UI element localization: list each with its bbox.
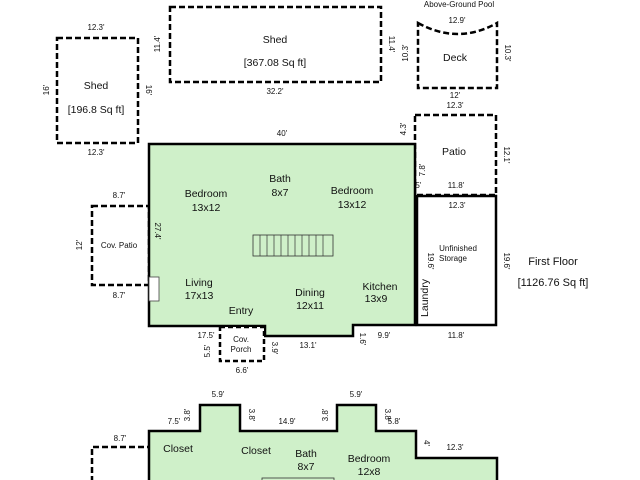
cov-porch-dim-right: 3.9' (270, 342, 279, 355)
storage-dim-bottom: 11.8' (448, 331, 465, 340)
room-entry-name: Entry (229, 305, 254, 317)
cov-porch: Cov. Porch 5.5' 3.9' 6.6' (203, 325, 279, 375)
house-dim-top: 40' (277, 129, 288, 138)
house-outline (147, 142, 417, 338)
second-room-bedroom-name: Bedroom (348, 453, 391, 465)
second-dim-l: 8.7' (114, 434, 127, 443)
deck-dim-bottom: 12' (450, 91, 461, 100)
room-dining-size: 12x11 (296, 300, 324, 312)
shed-left-name: Shed (84, 80, 109, 92)
second-dim-b: 5.9' (350, 390, 363, 399)
cov-patio: Cov. Patio 8.7' 8.7' 12' (75, 191, 151, 300)
room-living-size: 17x13 (185, 290, 214, 302)
room-kitchen-name: Kitchen (362, 281, 397, 293)
pool-name: Above-Ground Pool (424, 0, 494, 9)
second-room-closet-1: Closet (163, 443, 193, 455)
cov-patio-outline (90, 204, 151, 287)
room-kitchen-size: 13x9 (365, 293, 388, 305)
second-dim-i: 5.8' (388, 417, 401, 426)
shed-top-dim-left: 11.4' (153, 35, 162, 52)
staircase (252, 234, 334, 257)
second-dim-h: 3.8' (383, 409, 392, 422)
second-dim-a: 5.9' (212, 390, 225, 399)
fireplace (148, 276, 160, 302)
second-dim-e: 3.8' (247, 409, 256, 422)
room-dining-name: Dining (295, 287, 325, 299)
house-dim-kitchen-step: 1.6' (358, 333, 367, 346)
cov-porch-name: Cov. (233, 335, 249, 344)
storage-dim-left: 19.6' (426, 252, 435, 270)
second-room-closet-2: Closet (241, 445, 271, 457)
second-room-bath-size: 8x7 (298, 461, 315, 473)
cov-porch-outline (218, 325, 266, 363)
storage-dim-right: 19.6' (502, 252, 511, 270)
second-dim-g: 3.8' (321, 408, 330, 421)
patio-dim-left-upper: 4.3' (399, 122, 408, 135)
second-staircase (261, 477, 335, 480)
shed-left: Shed [196.8 Sq ft] 12.3' 12.3' 16' 16' (42, 23, 153, 157)
second-dim-f: 14.9' (278, 417, 296, 426)
shed-left-dim-left: 16' (42, 84, 51, 95)
shed-top-dim-bottom: 32.2' (266, 87, 284, 96)
shed-left-dim-top: 12.3' (87, 23, 105, 32)
shed-top: Shed [367.08 Sq ft] 32.2' 11.4' 11.4' (153, 5, 396, 96)
cov-porch-dim-bottom: 6.6' (236, 366, 249, 375)
deck-dim-left: 10.3' (401, 44, 410, 62)
floor-area: [1126.76 Sq ft] (518, 277, 589, 289)
room-bedroom-1-name: Bedroom (185, 188, 228, 200)
second-floor: 5.9' 5.9' 7.5' 3.8' 3.8' 14.9' 3.8' 3.8'… (90, 390, 499, 480)
storage-name: Unfinished (439, 244, 477, 253)
storage: 12.3' Unfinished Storage 19.6' 19.6' 11.… (415, 194, 511, 340)
patio-dim-right: 12.1' (502, 146, 511, 164)
second-cov-patio-outline (90, 445, 149, 480)
room-bedroom-2-name: Bedroom (331, 185, 374, 197)
room-bedroom-2-size: 13x12 (338, 199, 367, 211)
cov-porch-dim-left: 5.5' (203, 344, 212, 357)
house-dim-entry: 17.5' (197, 331, 215, 340)
shed-top-outline (168, 5, 383, 84)
cov-patio-name: Cov. Patio (101, 241, 138, 250)
room-living-name: Living (185, 277, 213, 289)
patio-dim-top: 12.3' (446, 101, 464, 110)
patio-dim-left: 7.8' (418, 163, 427, 176)
deck-name: Deck (443, 52, 468, 64)
patio-dim-bottom: 11.8' (448, 181, 465, 190)
pool-dim-top: 12.9' (448, 16, 466, 25)
deck-dim-right: 10.3' (503, 44, 512, 62)
second-floor-outline (147, 403, 499, 480)
room-bedroom-1-size: 13x12 (192, 202, 221, 214)
room-bath-size: 8x7 (272, 187, 289, 199)
second-dim-c: 7.5' (168, 417, 181, 426)
cov-patio-dim-bottom: 8.7' (113, 291, 126, 300)
shed-left-area: [196.8 Sq ft] (68, 104, 125, 116)
floor-title: First Floor (528, 256, 578, 268)
second-room-bedroom-size: 12x8 (358, 466, 381, 478)
house-dim-dining: 13.1' (299, 341, 317, 350)
room-bath-name: Bath (269, 173, 291, 185)
second-dim-j: 4' (422, 440, 431, 446)
second-dim-d: 3.8' (183, 408, 192, 421)
patio-name: Patio (442, 146, 466, 158)
shed-top-name: Shed (263, 34, 288, 46)
shed-left-outline (55, 36, 140, 145)
storage-outline (415, 194, 498, 327)
house-dim-left: 27.4' (153, 222, 162, 240)
house-dim-kitchen: 9.9' (378, 331, 391, 340)
pool-deck: Above-Ground Pool 12.9' Deck 10.3' 10.3'… (401, 0, 512, 100)
second-room-bath-name: Bath (295, 448, 317, 460)
shed-top-dim-right: 11.4' (387, 36, 396, 53)
room-laundry-name: Laundry (419, 278, 431, 317)
storage-dim-top: 12.3' (448, 201, 466, 210)
first-floor: 40' 27.4' Bedroom 13x12 Bath 8x7 Bedroom… (147, 129, 431, 350)
deck-outline (416, 20, 499, 90)
cov-patio-dim-top: 8.7' (113, 191, 126, 200)
storage-name-2: Storage (439, 254, 468, 263)
cov-porch-name-2: Porch (231, 345, 252, 354)
shed-top-area: [367.08 Sq ft] (244, 57, 307, 69)
second-dim-k: 12.3' (446, 443, 464, 452)
cov-patio-dim-left: 12' (75, 239, 84, 250)
shed-left-dim-right: 16' (144, 85, 153, 96)
shed-left-dim-bottom: 12.3' (87, 148, 105, 157)
